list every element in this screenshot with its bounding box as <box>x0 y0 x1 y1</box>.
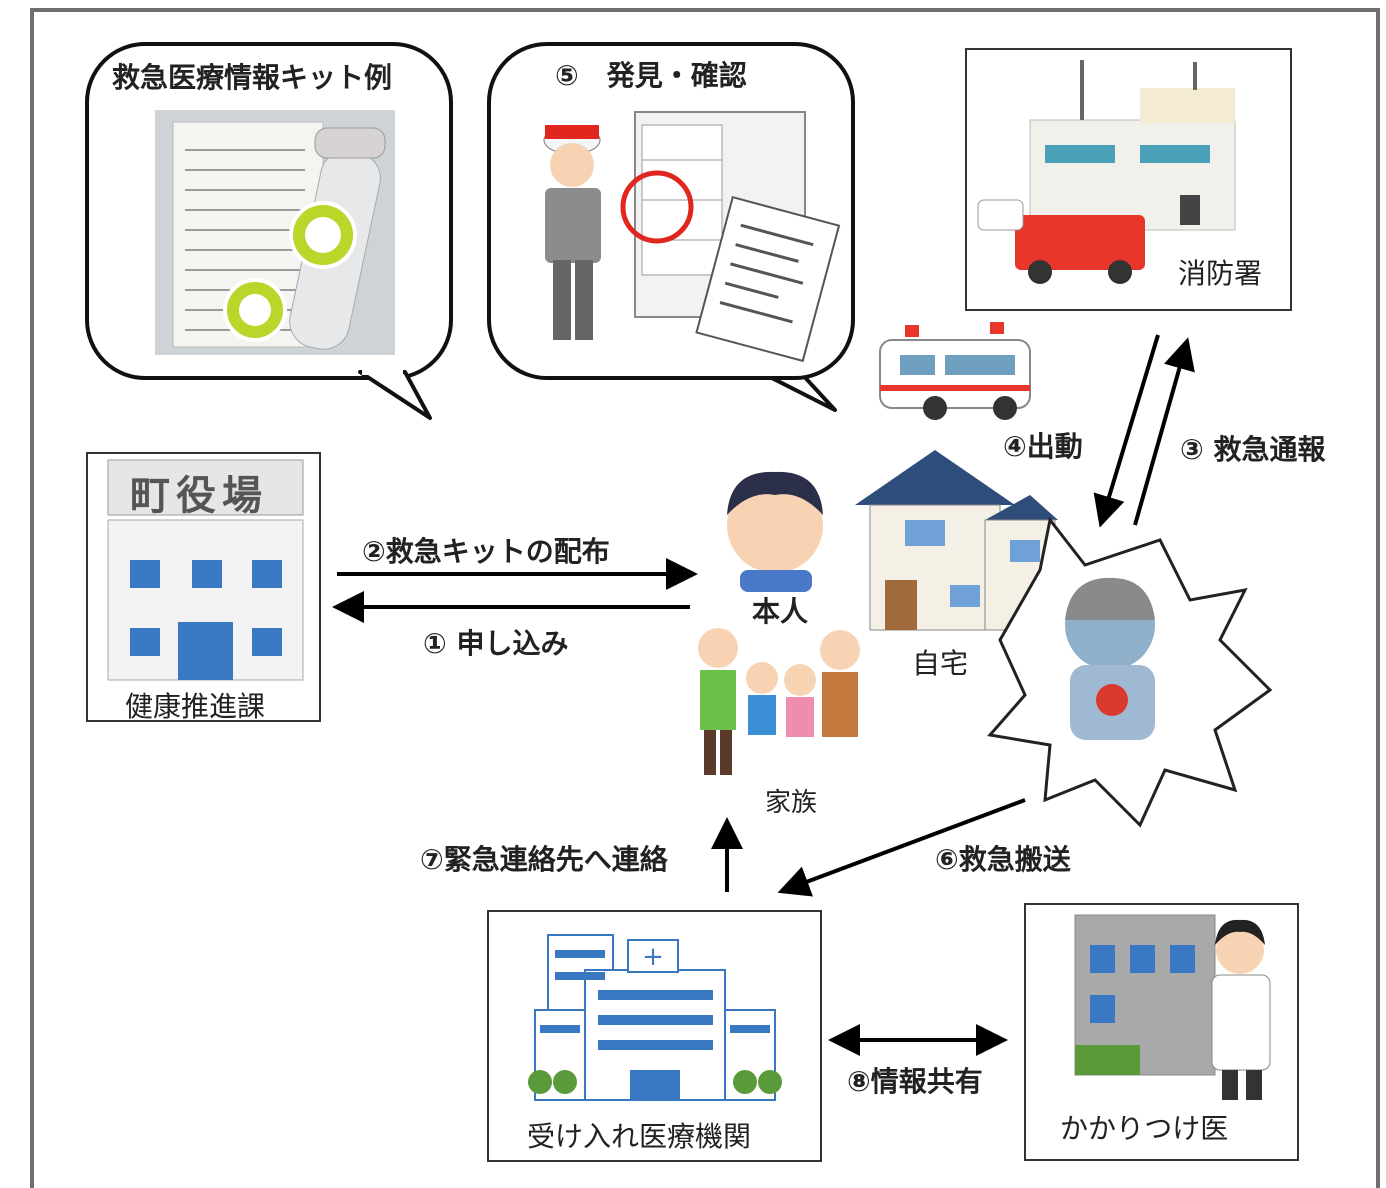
step-distribute-label: ②救急キットの配布 <box>362 535 610 568</box>
family-doctor-label: かかりつけ医 <box>1060 1112 1229 1145</box>
arrow-emergency-call <box>1133 337 1195 526</box>
town-hall-sign: 町役場 <box>130 473 268 519</box>
step-share-label: ⑧情報共有 <box>847 1065 983 1098</box>
fire-station-label: 消防署 <box>1178 257 1263 290</box>
kit-example-title: 救急医療情報キット例 <box>112 61 393 94</box>
step-transport-label: ⑥救急搬送 <box>935 843 1071 876</box>
family-label: 家族 <box>765 788 818 818</box>
step-contact-label: ⑦緊急連絡先へ連絡 <box>420 843 668 876</box>
kit-photo-drawing <box>172 121 386 350</box>
home-label: 自宅 <box>912 647 969 680</box>
arrow-dispatch <box>1093 334 1160 528</box>
kit-photo <box>155 110 395 355</box>
step-apply-label: ① 申し込み <box>423 627 569 660</box>
hospital-label: 受け入れ医療機関 <box>527 1120 752 1153</box>
diagram-frame <box>30 8 1380 1188</box>
step-dispatch-label: ④出動 <box>1003 430 1083 463</box>
person-label: 本人 <box>752 595 809 628</box>
discovery-title: ⑤ 発見・確認 <box>555 59 747 92</box>
svg-text:+: + <box>642 942 664 972</box>
step-emergency-call-label: ③ 救急通報 <box>1180 433 1326 466</box>
arrow-transport <box>777 798 1026 897</box>
town-hall-label: 健康推進課 <box>125 690 266 723</box>
